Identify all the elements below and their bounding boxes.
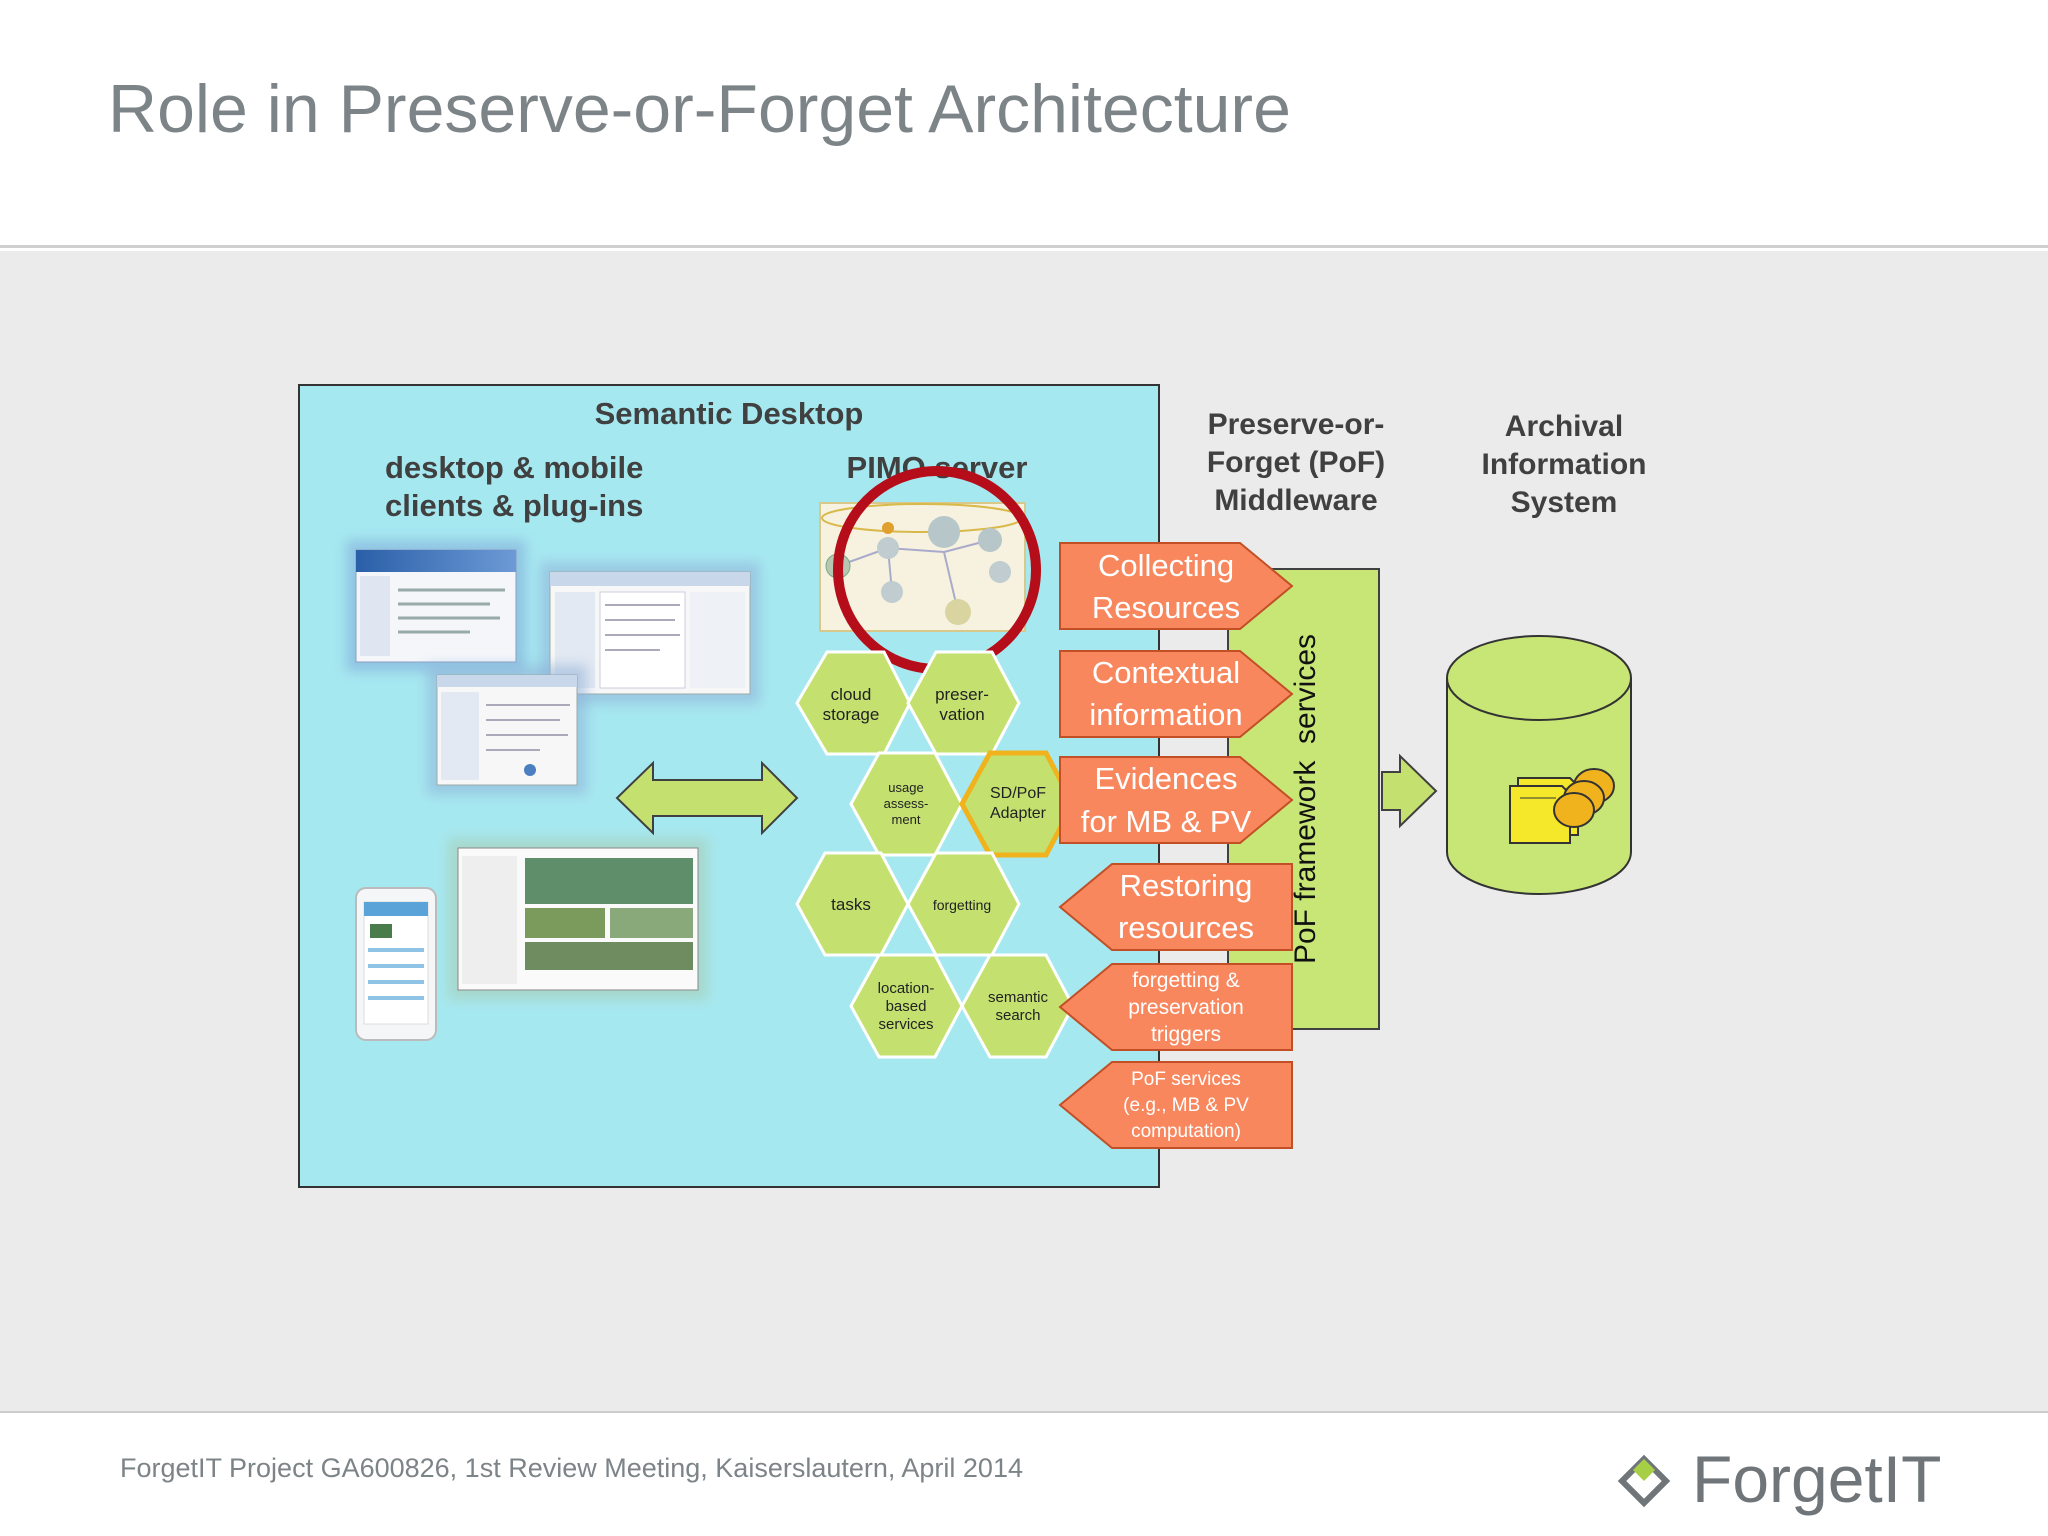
pof-framework-label: PoF framework services — [1289, 634, 1322, 964]
svg-text:computation): computation) — [1131, 1121, 1241, 1142]
svg-text:forgetting &: forgetting & — [1132, 969, 1239, 992]
hex-cloud-storage: cloud storage — [795, 650, 912, 756]
svg-text:Forget (PoF): Forget (PoF) — [1207, 446, 1385, 479]
slide-header: Role in Preserve-or-Forget Architecture — [0, 0, 2048, 248]
svg-text:services: services — [878, 1016, 933, 1033]
svg-text:preservation: preservation — [1128, 996, 1244, 1019]
svg-text:Restoring: Restoring — [1120, 868, 1253, 903]
svg-text:information: information — [1089, 697, 1242, 732]
svg-text:ment: ment — [892, 812, 921, 827]
clients-label-line1: desktop & mobile — [385, 450, 643, 485]
archive-cylinder — [1446, 635, 1632, 895]
svg-text:location-: location- — [878, 980, 935, 997]
screenshot-browser-1 — [346, 540, 526, 672]
svg-text:cloud: cloud — [831, 685, 872, 704]
logo-text: ForgetIT — [1692, 1442, 1942, 1516]
svg-text:Contextual: Contextual — [1092, 655, 1240, 690]
arrow-evidences: Evidences for MB & PV — [1059, 756, 1294, 844]
slide-title: Role in Preserve-or-Forget Architecture — [108, 71, 1291, 147]
svg-text:tasks: tasks — [831, 895, 871, 914]
svg-text:triggers: triggers — [1151, 1023, 1221, 1046]
arrow-forgetting-triggers: forgetting & preservation triggers — [1058, 963, 1293, 1051]
hex-tasks: tasks — [795, 851, 910, 957]
svg-text:Collecting: Collecting — [1098, 548, 1234, 583]
client-screenshots — [346, 540, 760, 1041]
svg-text:usage: usage — [888, 780, 923, 795]
screenshot-photo-app — [448, 838, 708, 1000]
semantic-desktop-title: Semantic Desktop — [595, 396, 864, 431]
double-arrow — [615, 760, 799, 836]
svg-text:PoF services: PoF services — [1131, 1069, 1241, 1090]
svg-text:search: search — [995, 1007, 1040, 1024]
svg-text:Archival: Archival — [1505, 410, 1623, 443]
arrow-to-archive — [1381, 753, 1438, 829]
svg-text:Preserve-or-: Preserve-or- — [1208, 408, 1385, 441]
svg-text:for MB & PV: for MB & PV — [1081, 804, 1252, 839]
svg-text:preser-: preser- — [935, 685, 989, 704]
document-stack-icon — [1509, 768, 1615, 844]
middleware-title: Preserve-or- Forget (PoF) Middleware — [1207, 408, 1385, 517]
arrow-pof-services: PoF services (e.g., MB & PV computation) — [1058, 1061, 1293, 1149]
svg-text:semantic: semantic — [988, 989, 1049, 1006]
svg-text:Evidences: Evidences — [1094, 761, 1237, 796]
hex-forgetting: forgetting — [906, 851, 1021, 957]
svg-text:System: System — [1511, 486, 1618, 519]
svg-text:resources: resources — [1118, 910, 1254, 945]
clients-label-line2: clients & plug-ins — [385, 488, 643, 523]
svg-text:vation: vation — [939, 705, 984, 724]
svg-text:storage: storage — [823, 705, 880, 724]
screenshot-browser-2 — [540, 562, 760, 704]
svg-text:(e.g., MB & PV: (e.g., MB & PV — [1123, 1095, 1249, 1116]
svg-text:Information: Information — [1482, 448, 1647, 481]
svg-text:assess-: assess- — [884, 796, 929, 811]
screenshot-app-3 — [427, 665, 587, 795]
svg-text:Resources: Resources — [1092, 590, 1240, 625]
svg-text:based: based — [886, 998, 927, 1015]
svg-text:Adapter: Adapter — [990, 805, 1047, 822]
diamond-logo-icon — [1617, 1454, 1671, 1508]
slide-footer: ForgetIT Project GA600826, 1st Review Me… — [0, 1411, 2048, 1536]
hex-semantic-search: semantic search — [960, 953, 1075, 1059]
arrow-collecting-resources: Collecting Resources — [1059, 542, 1294, 630]
hex-location-based-services: location- based services — [849, 953, 964, 1059]
archive-title: Archival Information System — [1482, 410, 1647, 519]
footer-text: ForgetIT Project GA600826, 1st Review Me… — [120, 1453, 1023, 1483]
svg-text:forgetting: forgetting — [933, 897, 991, 913]
arrow-contextual-information: Contextual information — [1059, 650, 1294, 738]
svg-text:SD/PoF: SD/PoF — [990, 785, 1046, 802]
svg-text:Middleware: Middleware — [1214, 484, 1377, 517]
screenshot-phone — [355, 887, 437, 1041]
arrow-restoring-resources: Restoring resources — [1058, 863, 1293, 951]
forgetit-logo: ForgetIT — [1604, 1441, 2024, 1521]
